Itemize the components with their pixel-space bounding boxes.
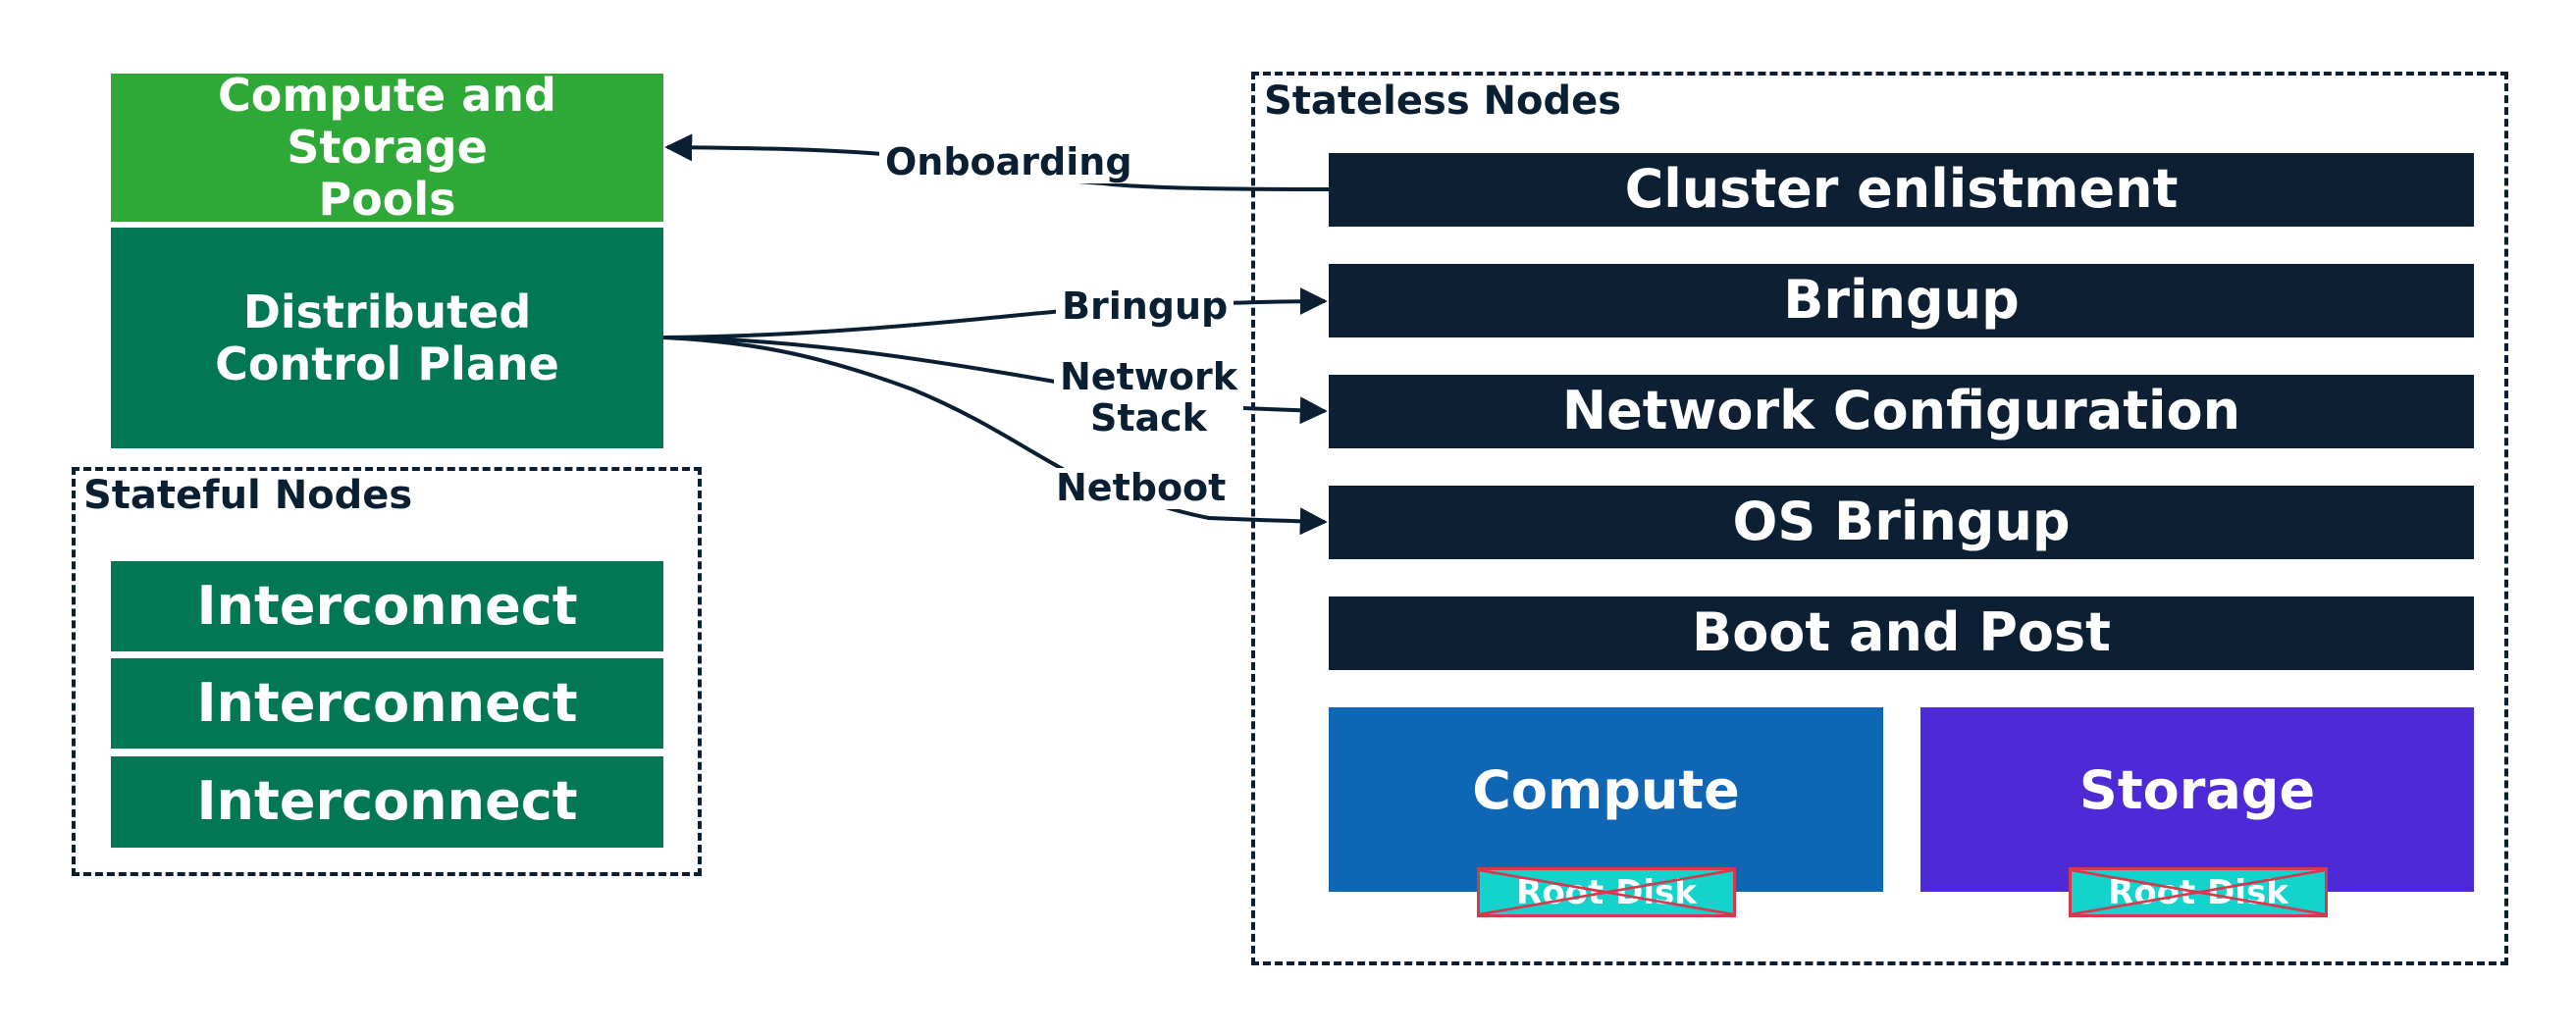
storage-root-disk: Root Disk [2069,867,2328,917]
compute-root-disk: Root Disk [1477,867,1736,917]
network-configuration-label: Network Configuration [1561,380,2241,442]
interconnect-box: Interconnect [111,658,663,749]
network-stack-label: Network Stack [1054,356,1243,440]
storage-root-disk-label: Root Disk [2108,872,2288,912]
onboarding-label: Onboarding [879,141,1138,183]
cluster-enlistment-layer: Cluster enlistment [1329,153,2474,227]
os-bringup-layer: OS Bringup [1329,486,2474,559]
bringup-connection-label: Bringup [1056,285,1235,328]
compute-label: Compute [1472,758,1740,821]
compute-root-disk-label: Root Disk [1516,872,1697,912]
interconnect-box: Interconnect [111,756,663,848]
boot-and-post-layer: Boot and Post [1329,596,2474,670]
storage-box: Storage [1920,707,2474,892]
interconnect-label: Interconnect [196,574,578,637]
stateless-nodes-title: Stateless Nodes [1264,78,1622,124]
distributed-control-plane-box: Distributed Control Plane [111,228,663,448]
interconnect-box: Interconnect [111,561,663,651]
boot-and-post-label: Boot and Post [1692,601,2111,664]
os-bringup-label: OS Bringup [1732,491,2071,553]
storage-label: Storage [2078,758,2316,821]
compute-storage-pools-label: Compute and Storage Pools [218,69,556,226]
netboot-label: Netboot [1050,467,1233,509]
cluster-enlistment-label: Cluster enlistment [1624,158,2179,221]
compute-storage-pools-box: Compute and Storage Pools [111,70,663,225]
interconnect-label: Interconnect [196,671,578,734]
distributed-control-plane-label: Distributed Control Plane [215,285,559,390]
bringup-label: Bringup [1783,269,2020,332]
stateful-nodes-title: Stateful Nodes [83,473,413,518]
interconnect-label: Interconnect [196,770,578,833]
bringup-layer: Bringup [1329,264,2474,337]
compute-box: Compute [1329,707,1883,892]
network-configuration-layer: Network Configuration [1329,375,2474,448]
stateful-nodes-group [72,467,702,876]
